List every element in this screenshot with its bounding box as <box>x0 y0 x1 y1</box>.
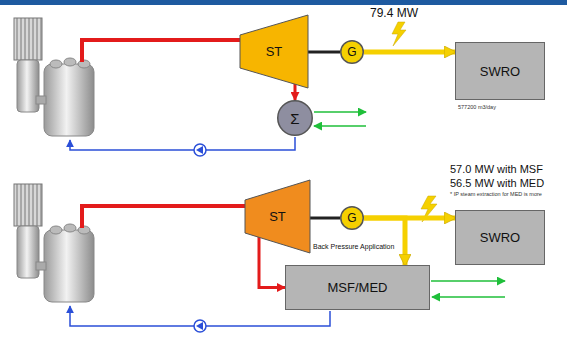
node-text-holder: G <box>340 206 364 230</box>
reactor-illustration <box>14 18 94 136</box>
water-out-arrow <box>431 280 505 282</box>
node-text-holder: Σ <box>277 100 313 136</box>
reactor-illustration <box>14 184 94 302</box>
generator-circle: G <box>340 40 364 64</box>
power-label-holder: 57.0 MW with MSF <box>450 163 543 175</box>
seawater-out-arrow <box>314 111 366 113</box>
seawater-in-arrow <box>432 296 505 298</box>
condenser-circle: Σ <box>277 100 313 136</box>
node-text-holder: MSF/MED <box>285 265 430 310</box>
steam-line <box>82 206 249 228</box>
node-label: G <box>347 211 356 225</box>
box-shape <box>456 211 545 265</box>
shaft-line <box>308 51 340 54</box>
capacity-note-holder: 577200 m3/day <box>458 104 496 110</box>
node-text-holder: ST <box>240 15 308 88</box>
swro-box: SWRO <box>455 42 545 100</box>
header-bar <box>0 0 567 5</box>
node-text-holder: SWRO <box>455 42 545 100</box>
pump-symbol <box>194 144 206 156</box>
generator-circle: G <box>340 206 364 230</box>
power-arrow <box>364 218 405 265</box>
shaft-line <box>310 217 340 220</box>
turbine-shape <box>245 180 310 253</box>
node-label: Σ <box>290 110 299 127</box>
node-label: ST <box>269 209 286 224</box>
turbine-shape <box>240 15 308 88</box>
box-shape <box>286 266 430 310</box>
note-label: Back Pressure Application <box>313 243 394 250</box>
power-label-holder: 79.4 MW <box>370 7 418 20</box>
swro-box: SWRO <box>455 210 545 265</box>
circle-shape <box>341 207 364 230</box>
seawater-in-arrow <box>314 125 366 127</box>
desalination-box: MSF/MED <box>285 265 430 310</box>
box-shape <box>456 43 545 100</box>
power-arrow <box>364 50 455 55</box>
note-label-holder: Back Pressure Application <box>313 243 394 251</box>
power-label: 57.0 MW with MSF <box>450 163 543 175</box>
power-label: 79.4 MW <box>370 6 418 20</box>
steam-line <box>82 40 244 62</box>
node-label: MSF/MED <box>328 280 388 295</box>
power-label-holder: 56.5 MW with MED <box>450 177 544 189</box>
node-label: G <box>347 45 356 59</box>
steam-turbine: ST <box>240 15 308 88</box>
power-label: 56.5 MW with MED <box>450 177 544 189</box>
circle-shape <box>341 41 364 64</box>
node-text-holder: SWRO <box>455 210 545 265</box>
node-text-holder: ST <box>245 180 310 253</box>
pump-symbol <box>194 320 206 332</box>
exhaust-steam-arrow <box>294 83 297 100</box>
circle-shape <box>278 101 313 136</box>
node-label: SWRO <box>480 230 520 245</box>
footnote-holder: * IP steam extraction for MED is more <box>450 191 542 197</box>
capacity-note: 577200 m3/day <box>458 104 496 110</box>
steam-turbine: ST <box>245 180 310 253</box>
feedwater-line <box>70 137 295 150</box>
node-label: ST <box>266 44 283 59</box>
node-label: SWRO <box>480 64 520 79</box>
power-bolt <box>392 22 406 46</box>
node-text-holder: G <box>340 40 364 64</box>
footnote: * IP steam extraction for MED is more <box>450 191 542 197</box>
